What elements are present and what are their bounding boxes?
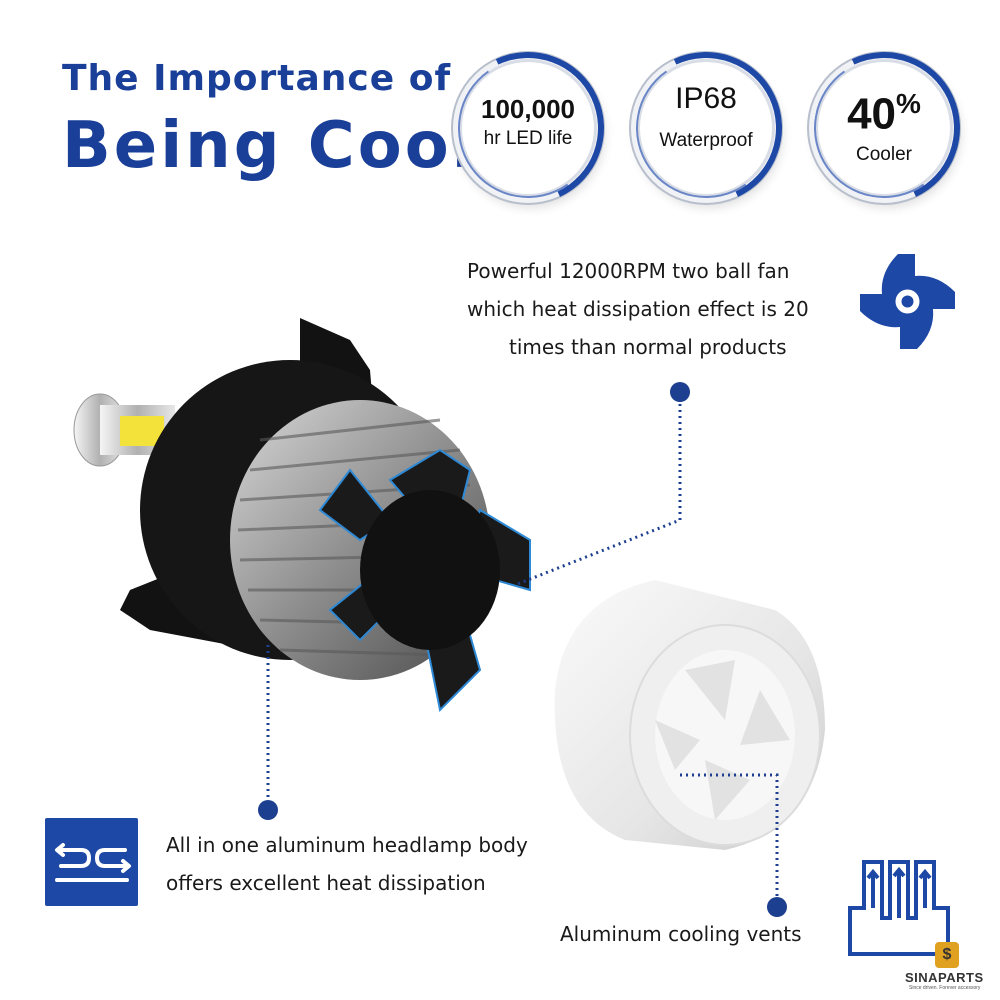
badge-waterproof-label: Waterproof bbox=[659, 130, 753, 151]
badge-cooler-percent: % bbox=[896, 88, 921, 119]
logo-name: SINAPARTS bbox=[905, 970, 984, 985]
connector-dot-body bbox=[258, 800, 278, 820]
headlamp-illustration bbox=[60, 310, 580, 730]
fan-description: Powerful 12000RPM two ball fan which hea… bbox=[467, 252, 809, 366]
brand-logo: $ SINAPARTS Since driven. Forever access… bbox=[905, 942, 993, 992]
fan-icon bbox=[860, 254, 955, 349]
fan-description-line: Powerful 12000RPM two ball fan bbox=[467, 259, 790, 283]
badge-cooler: 40% Cooler bbox=[786, 30, 982, 226]
logo-tagline: Since driven. Forever accessory bbox=[909, 985, 981, 991]
connector-dot-fan bbox=[670, 382, 690, 402]
badge-led-life: 100,000 hr LED life bbox=[430, 30, 626, 226]
badge-cooler-label: Cooler bbox=[856, 144, 912, 165]
page-title-line2: Being Cool bbox=[62, 109, 477, 183]
badge-waterproof-value: IP68 bbox=[675, 82, 737, 115]
cooling-vents-icon bbox=[846, 858, 952, 958]
badge-cooler-value: 40% bbox=[818, 88, 950, 140]
badge-led-life-label: hr LED life bbox=[483, 128, 573, 149]
logo-dollar-icon: $ bbox=[935, 942, 959, 968]
body-description-line: All in one aluminum headlamp body bbox=[166, 833, 528, 857]
connector-dot-vents bbox=[767, 897, 787, 917]
badge-cooler-number: 40 bbox=[847, 89, 897, 139]
fan-description-line: which heat dissipation effect is 20 bbox=[467, 297, 809, 321]
cooling-vents-illustration bbox=[535, 570, 835, 860]
page-title-line1: The Importance of bbox=[62, 58, 452, 99]
heat-flow-icon bbox=[45, 818, 138, 906]
badge-led-life-value: 100,000 bbox=[481, 94, 575, 124]
body-description: All in one aluminum headlamp body offers… bbox=[166, 826, 528, 902]
badge-waterproof: IP68 Waterproof bbox=[608, 30, 804, 226]
vents-label: Aluminum cooling vents bbox=[560, 922, 802, 946]
fan-description-line: times than normal products bbox=[509, 335, 787, 359]
body-description-line: offers excellent heat dissipation bbox=[166, 871, 486, 895]
